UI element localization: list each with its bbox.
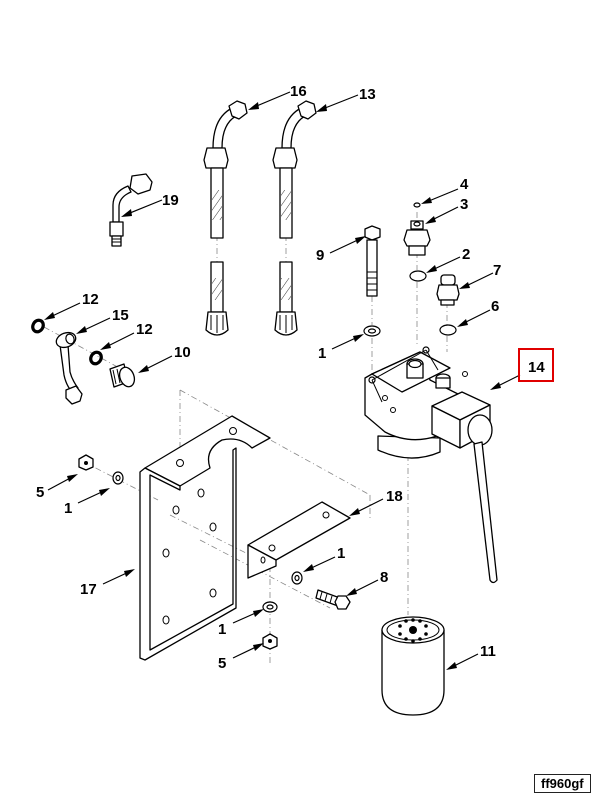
callout-2[interactable]: 2 xyxy=(426,246,470,273)
part-7-connector[interactable] xyxy=(436,274,460,306)
drawing-code-label: ff960gf xyxy=(534,774,591,793)
callout-label: 8 xyxy=(380,569,388,586)
callout-label: 12 xyxy=(136,321,153,338)
part-5-flange-nut-b[interactable] xyxy=(262,633,278,650)
part-8-flange-bolt[interactable] xyxy=(315,589,351,610)
callout-label: 3 xyxy=(460,196,468,213)
callout-17[interactable]: 17 xyxy=(80,569,135,598)
callout-label: 10 xyxy=(174,344,191,361)
callout-8[interactable]: 8 xyxy=(346,569,388,596)
part-16-elbow-hose[interactable] xyxy=(203,100,248,336)
part-1-washer-d[interactable] xyxy=(262,601,278,613)
callout-1-angle[interactable]: 1 xyxy=(303,545,345,572)
callout-label: 18 xyxy=(386,488,403,505)
callout-4[interactable]: 4 xyxy=(421,176,469,204)
highlighted-callout-box xyxy=(518,348,554,382)
part-4-o-ring[interactable] xyxy=(413,202,421,208)
callout-label: 16 xyxy=(290,83,307,100)
part-2-o-ring[interactable] xyxy=(409,270,427,282)
callout-6[interactable]: 6 xyxy=(457,298,499,327)
callout-7[interactable]: 7 xyxy=(459,262,501,289)
callout-11[interactable]: 11 xyxy=(446,643,496,670)
callout-15[interactable]: 15 xyxy=(76,307,129,334)
callout-3[interactable]: 3 xyxy=(425,196,468,224)
callout-label: 5 xyxy=(36,484,44,501)
callout-label: 1 xyxy=(318,345,326,362)
part-1-washer-a[interactable] xyxy=(363,325,381,337)
part-15-banjo-tube[interactable] xyxy=(54,330,83,405)
callout-10[interactable]: 10 xyxy=(138,344,191,373)
callout-9[interactable]: 9 xyxy=(316,236,366,264)
part-5-flange-nut-a[interactable] xyxy=(78,454,94,471)
part-1-washer-b[interactable] xyxy=(112,471,124,485)
callout-5-upper[interactable]: 5 xyxy=(36,474,78,501)
assembly-centerlines xyxy=(43,170,448,665)
part-19-elbow-fitting[interactable] xyxy=(109,173,153,247)
callout-13[interactable]: 13 xyxy=(316,86,376,112)
callout-14[interactable]: 14 xyxy=(490,359,545,390)
part-18-angle-bracket[interactable] xyxy=(247,501,351,579)
part-13-elbow-hose[interactable] xyxy=(272,100,317,336)
callout-label: 1 xyxy=(337,545,345,562)
callout-5-lower[interactable]: 5 xyxy=(218,643,264,672)
callout-label: 9 xyxy=(316,247,324,264)
callout-label: 5 xyxy=(218,655,226,672)
part-6-o-ring[interactable] xyxy=(439,324,457,336)
callout-label: 6 xyxy=(491,298,499,315)
part-12-sealing-washer-a[interactable] xyxy=(31,318,46,334)
callout-1-bolt-washer[interactable]: 1 xyxy=(318,334,364,362)
callout-label: 19 xyxy=(162,192,179,209)
part-11-filter-cartridge[interactable] xyxy=(381,616,445,716)
callout-label: 1 xyxy=(218,621,226,638)
callout-label: 15 xyxy=(112,307,129,324)
callout-16[interactable]: 16 xyxy=(248,83,307,110)
part-1-washer-c[interactable] xyxy=(291,571,303,585)
callout-18[interactable]: 18 xyxy=(349,488,403,516)
drain-tube xyxy=(473,441,498,584)
part-12-sealing-washer-b[interactable] xyxy=(89,350,104,366)
callout-19[interactable]: 19 xyxy=(121,192,179,217)
callout-12-upper[interactable]: 12 xyxy=(44,291,99,320)
callout-label: 13 xyxy=(359,86,376,103)
callout-12-lower[interactable]: 12 xyxy=(100,321,153,350)
callout-label: 12 xyxy=(82,291,99,308)
callout-label: 2 xyxy=(462,246,470,263)
part-10-banjo-bolt[interactable] xyxy=(109,363,137,389)
part-14-filter-head[interactable] xyxy=(364,346,493,459)
callout-label: 1 xyxy=(64,500,72,517)
callout-label: 17 xyxy=(80,581,97,598)
callout-label: 14 xyxy=(528,359,545,376)
callout-1-upper[interactable]: 1 xyxy=(64,488,110,517)
callout-label: 4 xyxy=(460,176,469,193)
part-3-connector[interactable] xyxy=(403,220,431,256)
callout-label: 11 xyxy=(480,643,496,660)
part-9-bolt[interactable] xyxy=(364,225,381,297)
callout-label: 7 xyxy=(493,262,501,279)
callout-1-lower[interactable]: 1 xyxy=(218,609,264,638)
part-17-mounting-bracket[interactable] xyxy=(139,415,271,661)
